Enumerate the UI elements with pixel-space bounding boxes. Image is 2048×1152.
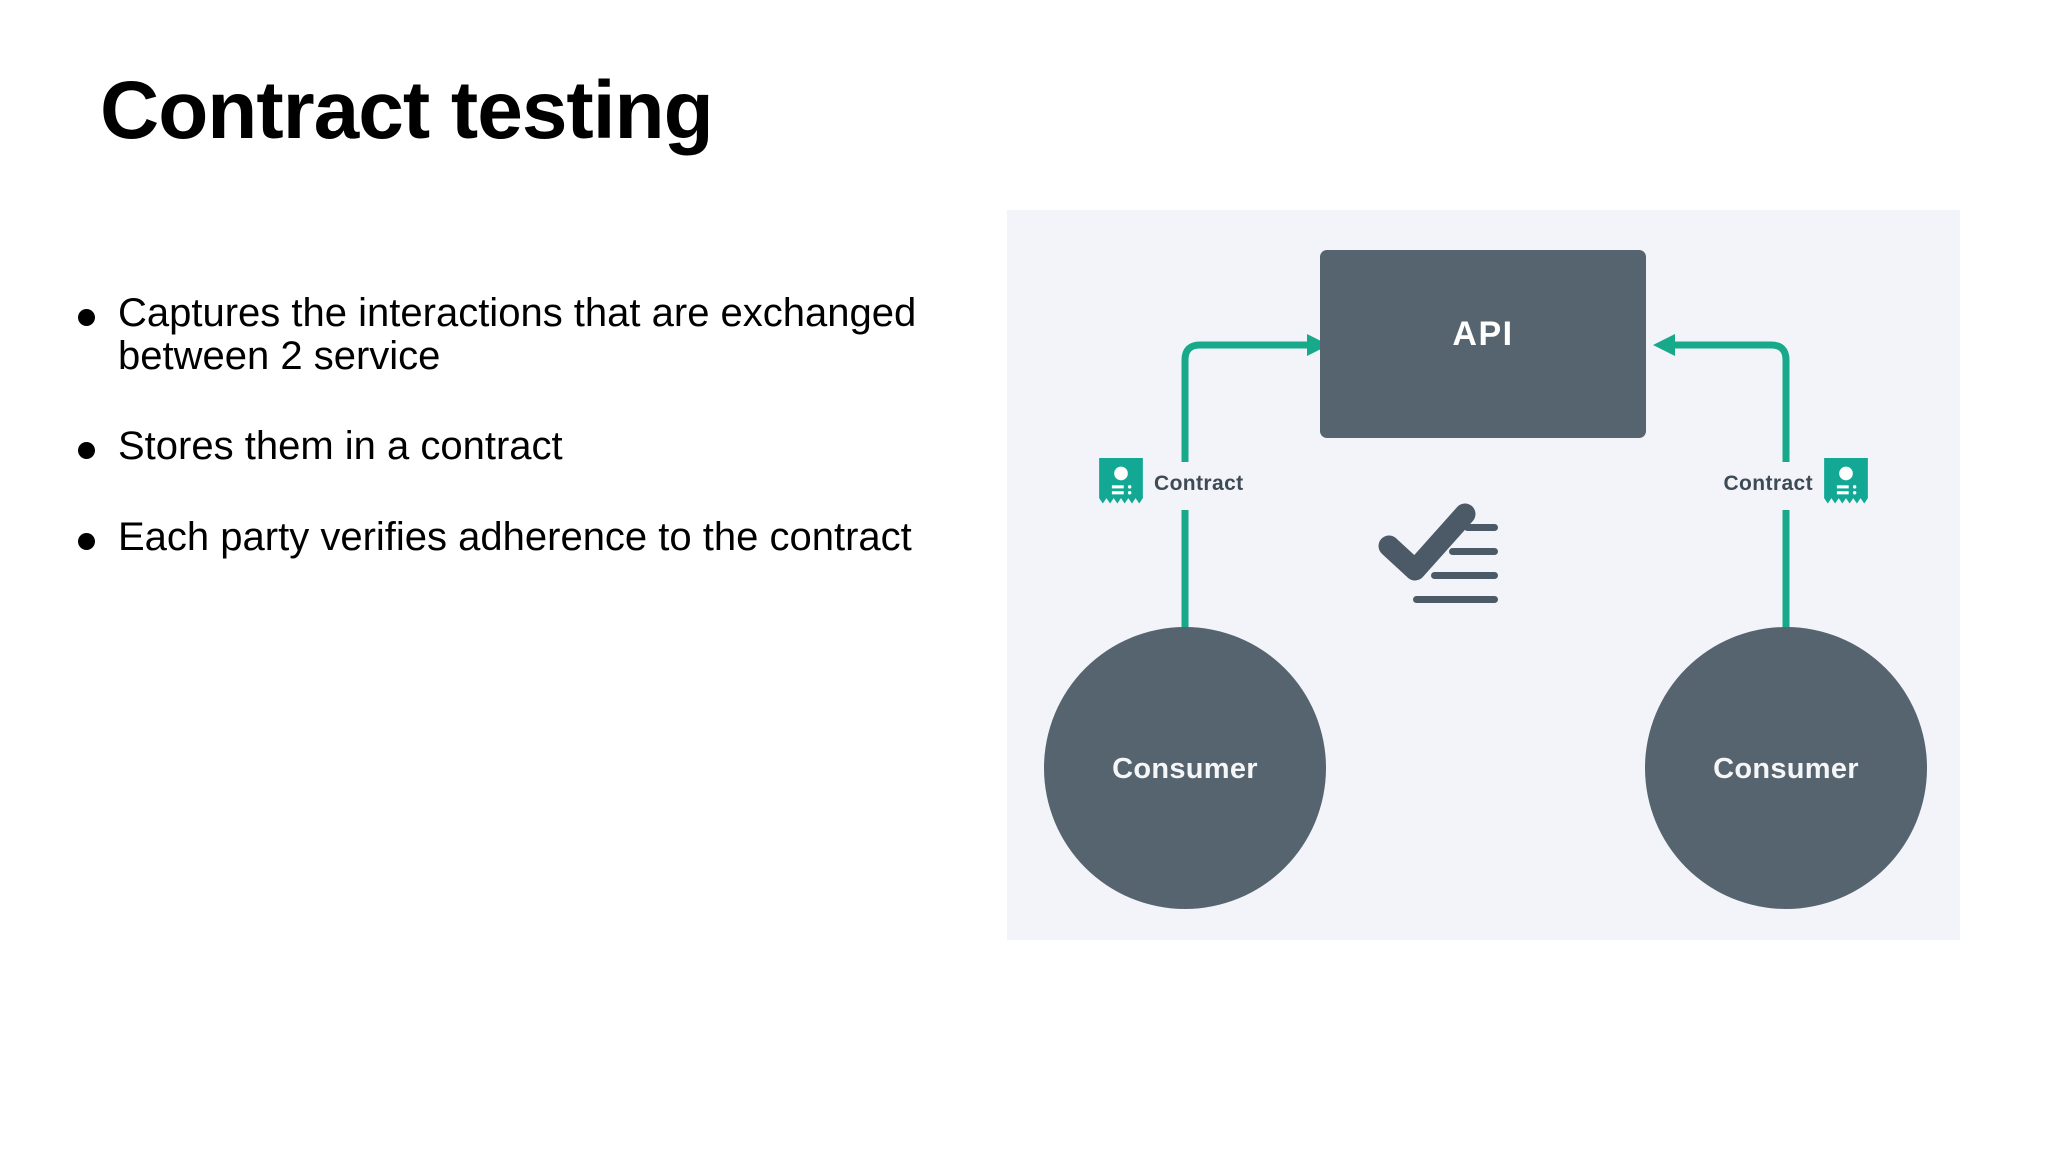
consumer-label: Consumer	[1713, 753, 1859, 785]
contract-receipt-icon	[1824, 458, 1868, 504]
consumer-node-left[interactable]: Consumer	[1044, 627, 1326, 909]
bullet-text: Captures the interactions that are excha…	[118, 291, 917, 379]
bullet-dot-icon	[78, 309, 95, 326]
left-line-gap	[1167, 462, 1203, 510]
checklist-check-icon	[1378, 503, 1498, 603]
contract-receipt-icon	[1099, 458, 1143, 504]
list-item: Each party verifies adherence to the con…	[60, 514, 960, 559]
contract-testing-diagram: API Contract Contract C	[1007, 210, 1960, 940]
api-node[interactable]: API	[1320, 250, 1646, 438]
diagram-canvas: API Contract Contract C	[1044, 250, 1927, 909]
list-item: Captures the interactions that are excha…	[60, 291, 960, 379]
consumer-node-right[interactable]: Consumer	[1645, 627, 1927, 909]
arrow-right-consumer-to-api	[1653, 334, 1790, 632]
list-item: Stores them in a contract	[60, 425, 960, 468]
bullet-dot-icon	[78, 532, 95, 550]
consumer-label: Consumer	[1112, 753, 1258, 785]
page-title: Contract testing	[100, 65, 714, 156]
api-label: API	[1452, 315, 1513, 353]
right-line-gap	[1768, 462, 1804, 510]
contract-left[interactable]: Contract	[1099, 458, 1243, 504]
arrow-left-consumer-to-api	[1181, 334, 1329, 632]
bullet-dot-icon	[78, 442, 95, 460]
bullet-text: Each party verifies adherence to the con…	[118, 514, 912, 559]
contract-right[interactable]: Contract	[1723, 458, 1868, 504]
contract-label: Contract	[1723, 472, 1813, 495]
bullet-list: Captures the interactions that are excha…	[60, 291, 960, 559]
contract-label: Contract	[1154, 472, 1244, 495]
bullet-text: Stores them in a contract	[118, 424, 563, 469]
